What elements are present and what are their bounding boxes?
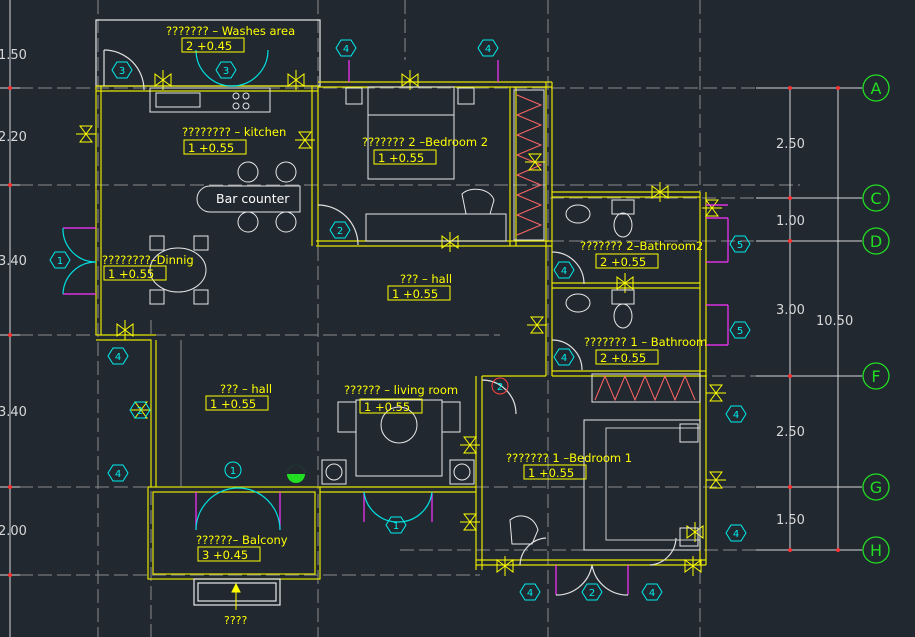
furniture xyxy=(149,86,701,610)
room-name-bathroom-2: ??????? 2–Bathroom2 xyxy=(580,239,703,253)
left-dim-4: 3.40 xyxy=(0,405,27,420)
tag-2-c: 2 xyxy=(589,588,595,599)
tag-4-a: 4 xyxy=(343,44,349,55)
left-dim-5: 2.00 xyxy=(0,524,27,539)
level-bedroom-2: 1 +0.55 xyxy=(378,151,424,165)
tag-1-a: 1 xyxy=(57,256,63,267)
tag-5-b: 5 xyxy=(737,326,743,337)
room-name-hall-1: ??? – hall xyxy=(400,272,452,286)
room-name-bedroom-1: ??????? 1 –Bedroom 1 xyxy=(506,451,632,465)
tag-3-a: 3 xyxy=(119,66,125,77)
level-boxes xyxy=(103,37,659,562)
level-balcony: 3 +0.45 xyxy=(202,548,248,562)
tag-2-b: 2 xyxy=(137,406,143,417)
door-tags xyxy=(49,39,751,601)
level-hall-1: 1 +0.55 xyxy=(392,287,438,301)
right-dim-4: 2.50 xyxy=(776,425,805,440)
level-bedroom-1: 1 +0.55 xyxy=(528,466,574,480)
axis-label-f: F xyxy=(871,367,880,386)
tag-1-c: 1 xyxy=(230,466,236,477)
room-name-living-room: ?????? – living room xyxy=(344,383,458,397)
axis-bubble-f xyxy=(862,362,890,390)
room-name-washes: ??????? – Washes area xyxy=(166,24,295,38)
axis-label-c: C xyxy=(870,189,881,208)
tag-4-f: 4 xyxy=(115,469,121,480)
tag-4-i: 4 xyxy=(527,588,533,599)
wardrobe-bedroom-2 xyxy=(513,89,545,241)
total-dimension: 10.50 xyxy=(816,314,853,329)
left-dim-3: 3.40 xyxy=(0,254,27,269)
right-dim-3: 3.00 xyxy=(776,303,805,318)
level-bathroom-2: 2 +0.55 xyxy=(600,255,646,269)
left-dim-1: 1.50 xyxy=(0,48,27,63)
tag-3-b: 3 xyxy=(223,66,229,77)
tag-4-d: 4 xyxy=(561,353,567,364)
walls xyxy=(95,19,707,606)
bar-counter-label: Bar counter xyxy=(216,191,290,206)
level-hall-2: 1 +0.55 xyxy=(210,397,256,411)
tag-4-h: 4 xyxy=(733,529,739,540)
room-name-dining: ????????–Dinnig xyxy=(102,253,194,267)
tag-4-b: 4 xyxy=(485,44,491,55)
room-labels: ??????? – Washes area ???????? – kitchen… xyxy=(102,24,707,547)
entrance-label: ???? xyxy=(224,614,248,627)
axis-bubble-a xyxy=(862,74,890,102)
room-name-bathroom-1: ??????? 1 – Bathroom xyxy=(584,335,707,349)
axis-bubble-g xyxy=(862,473,890,501)
left-dimension-line xyxy=(0,0,20,637)
left-dim-2: 2.20 xyxy=(0,130,27,145)
level-living-room: 1 +0.55 xyxy=(364,400,410,414)
axis-label-g: G xyxy=(870,478,882,497)
axis-label-d: D xyxy=(870,232,882,251)
axis-bubble-h xyxy=(862,536,890,564)
room-name-hall-2: ??? – hall xyxy=(220,382,272,396)
axis-label-a: A xyxy=(871,79,882,98)
room-name-balcony: ??????– Balcony xyxy=(196,533,288,547)
level-bathroom-1: 2 +0.55 xyxy=(600,351,646,365)
level-dining: 1 +0.55 xyxy=(108,267,154,281)
right-dim-5: 1.50 xyxy=(776,513,805,528)
tag-2-a: 2 xyxy=(337,226,343,237)
axis-label-h: H xyxy=(870,541,882,560)
tag-5-a: 5 xyxy=(737,240,743,251)
right-dimension-lines xyxy=(756,87,862,551)
doors xyxy=(62,49,729,596)
tag-4-e: 4 xyxy=(115,352,121,363)
tag-4-j: 4 xyxy=(649,588,655,599)
axis-bubble-d xyxy=(862,227,890,255)
right-dim-2: 1.00 xyxy=(776,214,805,229)
tag-2-d: 2 xyxy=(497,382,503,393)
room-name-kitchen: ???????? – kitchen xyxy=(182,125,286,139)
axis-bubble-c xyxy=(862,184,890,212)
tag-4-c: 4 xyxy=(561,266,567,277)
tag-1-b: 1 xyxy=(393,521,399,532)
right-dim-1: 2.50 xyxy=(776,137,805,152)
tag-4-g: 4 xyxy=(733,410,739,421)
room-name-bedroom-2: ??????? 2 –Bedroom 2 xyxy=(362,135,488,149)
level-kitchen: 1 +0.55 xyxy=(188,141,234,155)
wardrobe-bedroom-1 xyxy=(591,373,701,403)
level-washes: 2 +0.45 xyxy=(186,39,232,53)
